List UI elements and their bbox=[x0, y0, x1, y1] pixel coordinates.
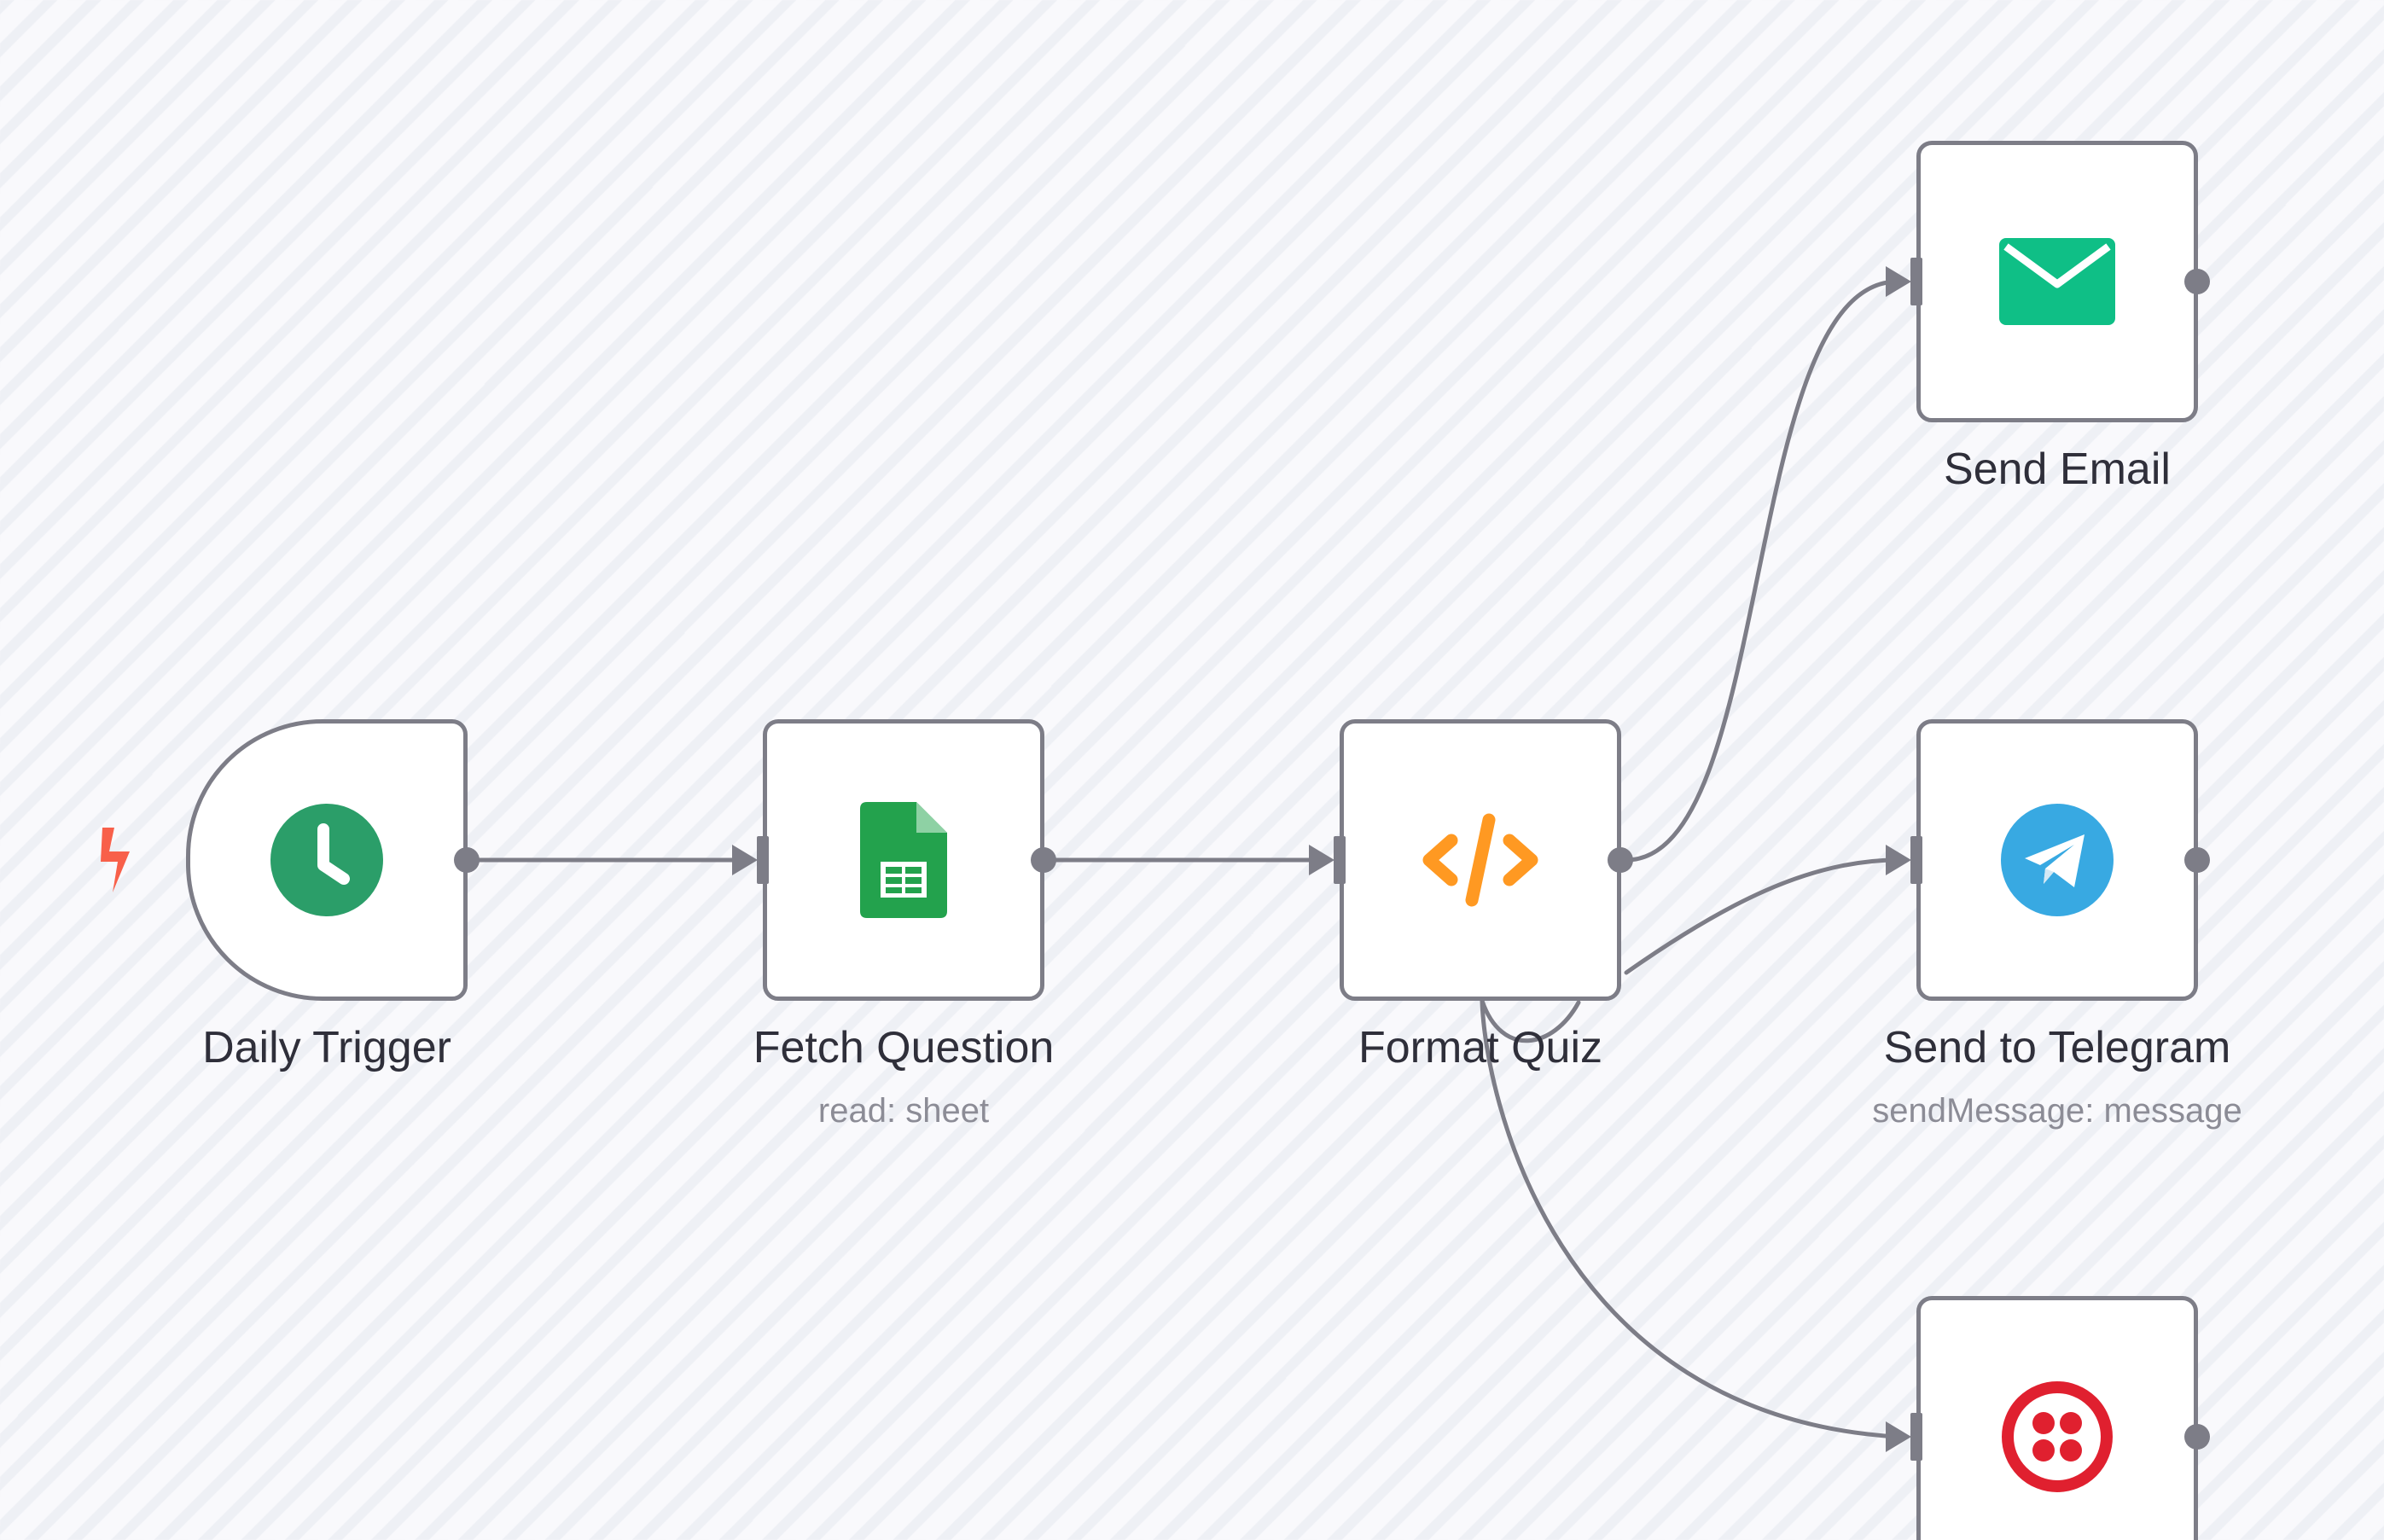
input-handle[interactable] bbox=[757, 836, 769, 884]
clock-icon bbox=[267, 800, 387, 920]
node-twilio[interactable] bbox=[1910, 1296, 2210, 1540]
node-label-fetch-question: Fetch Question bbox=[753, 1023, 1055, 1072]
input-handle[interactable] bbox=[1910, 258, 1922, 305]
envelope-icon bbox=[1997, 222, 2117, 341]
edge-format-to-email bbox=[1624, 279, 1900, 863]
code-icon bbox=[1421, 800, 1540, 920]
edge-format-to-telegram bbox=[1624, 857, 1900, 975]
node-send-to-telegram[interactable] bbox=[1910, 719, 2210, 1001]
twilio-icon bbox=[1997, 1377, 2117, 1496]
edge-format-to-twilio bbox=[1480, 998, 1900, 1439]
node-label-send-to-telegram: Send to Telegram bbox=[1883, 1023, 2231, 1072]
output-handle[interactable] bbox=[1608, 847, 1633, 873]
arrowhead bbox=[1886, 266, 1911, 297]
node-label-daily-trigger: Daily Trigger bbox=[202, 1023, 451, 1072]
arrowhead bbox=[1309, 845, 1334, 875]
node-subtitle-send-to-telegram: sendMessage: message bbox=[1872, 1092, 2242, 1130]
input-handle[interactable] bbox=[1910, 1413, 1922, 1461]
output-handle[interactable] bbox=[454, 847, 480, 873]
input-handle[interactable] bbox=[1910, 836, 1922, 884]
node-daily-trigger[interactable] bbox=[186, 719, 480, 1001]
arrowhead bbox=[732, 845, 758, 875]
node-fetch-question[interactable] bbox=[757, 719, 1056, 1001]
lightning-bolt-icon bbox=[101, 828, 130, 892]
output-handle[interactable] bbox=[2184, 847, 2210, 873]
node-label-format-quiz: Format Quiz bbox=[1358, 1023, 1603, 1072]
node-send-email[interactable] bbox=[1910, 141, 2210, 422]
node-subtitle-fetch-question: read: sheet bbox=[817, 1092, 990, 1130]
arrowhead bbox=[1886, 845, 1911, 875]
edge-format-loop bbox=[1480, 998, 1581, 1043]
node-format-quiz[interactable] bbox=[1334, 719, 1633, 1001]
telegram-icon bbox=[1997, 800, 2117, 920]
input-handle[interactable] bbox=[1334, 836, 1346, 884]
output-handle[interactable] bbox=[2184, 269, 2210, 294]
node-label-send-email: Send Email bbox=[1944, 445, 2171, 494]
output-handle[interactable] bbox=[2184, 1424, 2210, 1450]
arrowhead bbox=[1886, 1421, 1911, 1452]
google-sheets-icon bbox=[844, 800, 963, 920]
output-handle[interactable] bbox=[1031, 847, 1056, 873]
